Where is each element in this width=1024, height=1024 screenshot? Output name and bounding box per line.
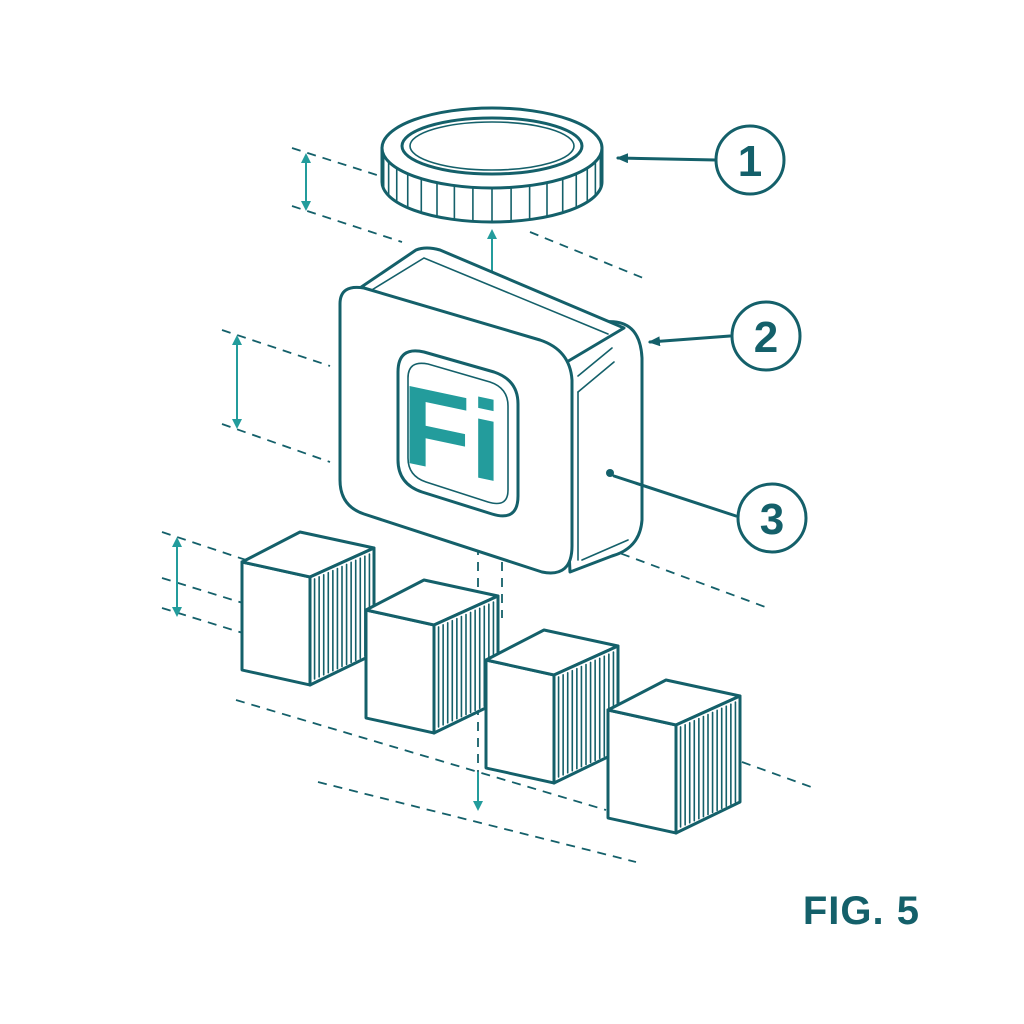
- cube-top-extension: [161, 531, 247, 561]
- logo-badge-inner: [407, 362, 509, 505]
- coin-inner-rim: [400, 116, 584, 176]
- cube-module: [484, 628, 620, 785]
- cube-front-face: [484, 658, 556, 785]
- cube-module: [240, 530, 376, 687]
- callout-2-circle: [730, 300, 802, 372]
- coin-ridges: [382, 154, 602, 223]
- logo-text: Fi: [402, 360, 502, 507]
- device-bottom-extension: [221, 423, 331, 463]
- cube-module: [606, 678, 742, 835]
- row-base-extension: [235, 699, 607, 811]
- device-right-extension: [605, 547, 769, 609]
- callout-1-number: 1: [738, 137, 762, 186]
- cube-mid-extension: [161, 577, 247, 605]
- callouts: 1 2 3: [612, 124, 808, 554]
- callout-2-number: 2: [754, 313, 778, 362]
- cube-front-face: [364, 608, 436, 735]
- coin-inner-rim-2: [409, 121, 575, 171]
- coin-right-extension: [529, 231, 649, 281]
- side-port: [606, 469, 614, 477]
- callout-1-leader: [616, 153, 718, 164]
- coin-face: [380, 106, 604, 190]
- cube-module: [364, 578, 500, 735]
- callout-1-circle: [714, 124, 786, 196]
- callout-2-leader: [648, 334, 732, 347]
- cube-front-face: [606, 708, 678, 835]
- housing-right-side: [558, 320, 644, 574]
- callout-3-leader: [612, 474, 738, 518]
- callout-3-number: 3: [760, 495, 784, 544]
- row-right-extension: [741, 761, 815, 789]
- housing-bevel-lines: [577, 347, 629, 561]
- device-housing: Fi: [338, 246, 644, 575]
- row-shadow-extension: [317, 781, 637, 863]
- cube-modules: [240, 530, 742, 835]
- coin-bottom-extension: [291, 205, 403, 243]
- figure-label: FIG. 5: [803, 889, 920, 933]
- housing-top-edge: [361, 257, 609, 335]
- logo-badge: [396, 349, 520, 518]
- device-top-extension: [221, 329, 331, 367]
- cube-front-face: [240, 560, 312, 687]
- cube-bottom-extension: [161, 607, 247, 635]
- callout-3-circle: [736, 482, 808, 554]
- coin: [380, 106, 604, 224]
- housing-top: [346, 246, 626, 368]
